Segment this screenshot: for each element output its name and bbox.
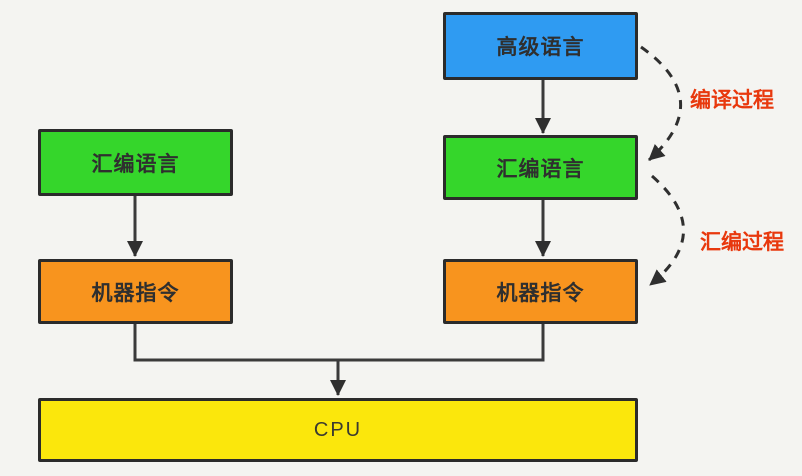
connector-machine-join xyxy=(133,324,545,362)
node-cpu: CPU xyxy=(38,398,638,462)
node-machine-instructions-left: 机器指令 xyxy=(38,259,233,324)
dashed-arrow-assemble-process xyxy=(649,174,685,287)
node-assembly-language-left: 汇编语言 xyxy=(38,129,233,196)
node-cpu-label: CPU xyxy=(313,418,363,441)
node-assembly-language-right: 汇编语言 xyxy=(443,135,638,200)
node-assembly-language-right-label: 汇编语言 xyxy=(496,157,585,181)
compile-process-label: 编译过程 xyxy=(690,89,774,112)
node-machine-instructions-right-label: 机器指令 xyxy=(496,281,585,305)
node-high-level-language: 高级语言 xyxy=(443,12,638,80)
assemble-process-label: 汇编过程 xyxy=(700,231,784,254)
node-machine-instructions-left-label: 机器指令 xyxy=(91,281,180,305)
node-high-level-language-label: 高级语言 xyxy=(496,36,585,59)
dashed-arrow-compile-process xyxy=(640,45,683,162)
node-machine-instructions-right: 机器指令 xyxy=(443,259,638,324)
node-assembly-language-left-label: 汇编语言 xyxy=(91,152,180,176)
